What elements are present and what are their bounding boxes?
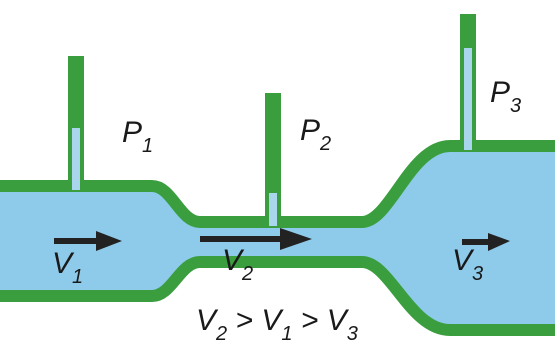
tube-1-fluid-column bbox=[72, 128, 80, 190]
pressure-tube-2 bbox=[265, 93, 281, 226]
velocity-relation: V2 > V1 > V3 bbox=[196, 304, 358, 345]
label-p2: P2 bbox=[300, 114, 331, 155]
label-p1: P1 bbox=[122, 116, 153, 157]
pressure-tube-1 bbox=[68, 56, 84, 190]
label-p3: P3 bbox=[490, 76, 521, 117]
pressure-tube-3 bbox=[460, 14, 476, 150]
tube-3-fluid-column bbox=[464, 48, 472, 150]
tube-2-fluid-column bbox=[269, 193, 277, 226]
